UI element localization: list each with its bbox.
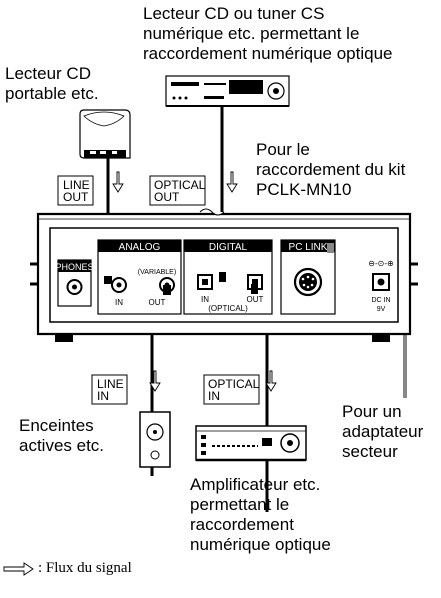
line-out-label-2: OUT [63, 190, 89, 204]
ac-adapter-caption: Pour un adaptateur secteur [342, 402, 424, 461]
amplifier-caption: Amplificateur etc. permettant le raccord… [190, 475, 331, 554]
pc-link-label: PC LINK [289, 242, 328, 253]
dc-polarity-icon: ⊖-⊙-⊕ [368, 259, 393, 268]
phones-label: PHONES [55, 262, 93, 272]
line-in-label-1: LINE [97, 377, 124, 391]
active-speakers-caption: Enceintes actives etc. [19, 416, 105, 455]
digital-label: DIGITAL [209, 242, 248, 253]
variable-label: (VARIABLE) [138, 269, 176, 276]
digital-in-label: IN [201, 295, 209, 304]
optical-in-label-2: IN [208, 389, 220, 403]
dc-in-jack: ⊖-⊙-⊕ DC IN 9V [368, 259, 393, 313]
signal-flow-arrows [112, 171, 277, 392]
voltage-label: 9V [377, 306, 386, 313]
digital-out-label: OUT [247, 295, 264, 304]
analog-in-label: IN [115, 298, 123, 307]
optical-out-label-2: OUT [154, 190, 180, 204]
plugs [104, 243, 334, 295]
cd-tuner-caption: Lecteur CD ou tuner CS numérique etc. pe… [143, 4, 393, 63]
amplifier-device [195, 425, 307, 462]
active-speaker-device [139, 411, 171, 468]
line-in-label-2: IN [97, 389, 109, 403]
optical-in-label-1: OPTICAL [208, 377, 260, 391]
phones-jack: PHONES [55, 259, 94, 307]
pc-link-section: PC LINK [280, 239, 336, 315]
legend-text: : Flux du signal [38, 560, 132, 576]
optical-out-label-1: OPTICAL [154, 178, 206, 192]
analog-label: ANALOG [119, 242, 161, 253]
signal-flow-legend-icon [3, 562, 34, 576]
portable-cd-caption: Lecteur CD portable etc. [5, 64, 99, 103]
portable-cd-device [79, 109, 131, 159]
optical-label: (OPTICAL) [208, 304, 248, 313]
dc-in-label: DC IN [371, 297, 390, 304]
cd-tuner-device [165, 75, 290, 107]
analog-section: ANALOG (VARIABLE) IN OUT [97, 239, 182, 315]
line-out-label-1: LINE [63, 178, 90, 192]
analog-out-label: OUT [149, 298, 166, 307]
pc-link-kit-caption: Pour le raccordement du kit PCLK-MN10 [256, 140, 406, 199]
digital-section: DIGITAL IN OUT (OPTICAL) [183, 239, 273, 315]
